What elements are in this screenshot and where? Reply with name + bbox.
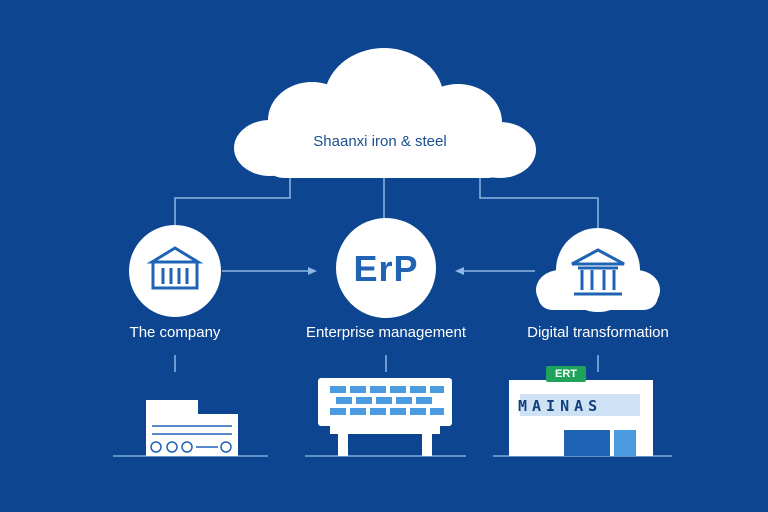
arrowhead-left <box>455 267 464 275</box>
keyboard-desk-icon <box>318 378 452 456</box>
ert-badge <box>546 366 586 382</box>
erp-logo-text: ErP <box>353 248 419 289</box>
company-label: The company <box>129 324 221 341</box>
erp-label: Enterprise management <box>305 324 467 341</box>
connector-cloud-company <box>174 176 291 234</box>
storefront-sign-text: MAINAS <box>518 397 603 415</box>
cloud-shape <box>234 48 536 178</box>
storefront-icon <box>509 366 653 456</box>
connector-cloud-digital <box>479 176 599 228</box>
connector-lines <box>174 176 599 372</box>
building-icon <box>146 246 204 290</box>
erp-node-circle <box>336 218 436 318</box>
arrowhead-right <box>308 267 317 275</box>
cloud-label: Shaanxi iron & steel <box>313 133 447 150</box>
badge-text: ERT <box>555 368 577 380</box>
digital-cloud-shape <box>536 228 660 312</box>
bank-icon <box>571 248 625 296</box>
digital-label: Digital transformation <box>527 324 669 341</box>
document-building <box>146 400 238 456</box>
company-node-circle <box>129 225 221 317</box>
